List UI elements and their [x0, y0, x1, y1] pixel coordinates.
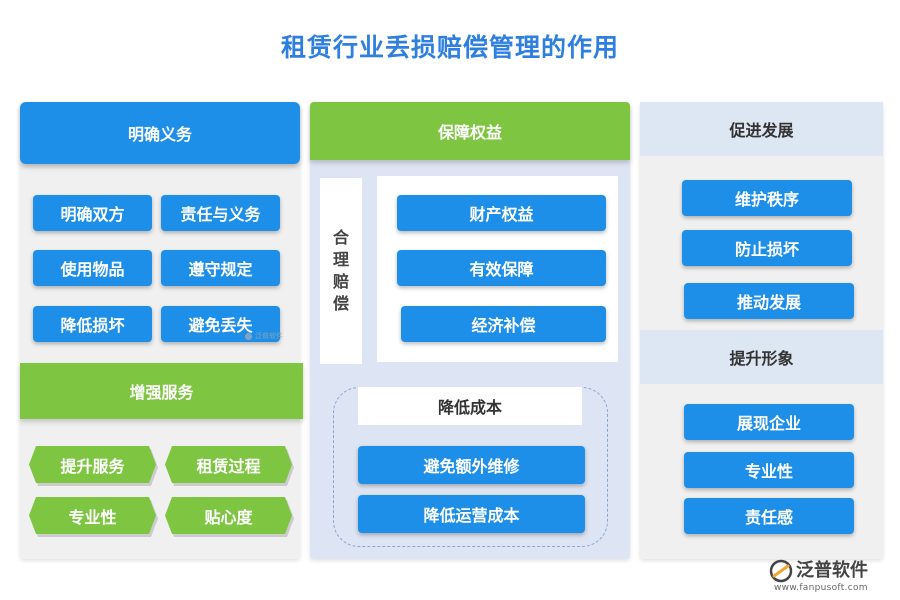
col2-button-0[interactable]: 财产权益 — [397, 195, 606, 231]
watermark-text: 泛普软件 — [255, 332, 283, 340]
col1-button-2[interactable]: 使用物品 — [33, 250, 152, 286]
vertical-char: 偿 — [332, 294, 349, 313]
col3-button-2[interactable]: 推动发展 — [684, 283, 854, 319]
vertical-label-reasonable-compensation: 合 理 赔 偿 — [320, 178, 362, 364]
header-protect-rights: 保障权益 — [310, 102, 630, 160]
col2-button-1[interactable]: 有效保障 — [397, 250, 606, 286]
vertical-char: 合 — [332, 228, 349, 247]
col2-button-2[interactable]: 经济补偿 — [401, 306, 606, 342]
col3-image-button-0[interactable]: 展现企业 — [684, 404, 854, 440]
header-clear-obligations: 明确义务 — [20, 102, 300, 164]
col2-cost-button-1[interactable]: 降低运营成本 — [358, 495, 585, 533]
logo-name: 泛普软件 — [796, 560, 868, 581]
logo-url: www.fanpusoft.com — [774, 583, 868, 593]
watermark: 泛普软件 — [244, 330, 292, 342]
watermark-logo-icon — [244, 332, 253, 340]
fanpu-logo-icon — [769, 559, 793, 583]
col3-image-button-1[interactable]: 专业性 — [684, 452, 854, 488]
col3-image-button-2[interactable]: 责任感 — [684, 498, 854, 534]
col3-button-0[interactable]: 维护秩序 — [682, 180, 852, 216]
col1-service-button-2[interactable]: 专业性 — [29, 497, 156, 534]
col1-service-button-3[interactable]: 贴心度 — [165, 497, 292, 534]
col1-service-button-1[interactable]: 租赁过程 — [165, 446, 292, 483]
col1-button-1[interactable]: 责任与义务 — [161, 195, 280, 231]
brand-logo: 泛普软件 www.fanpusoft.com — [768, 556, 896, 596]
col2-cost-button-0[interactable]: 避免额外维修 — [358, 446, 585, 484]
page-title: 租赁行业丢损赔偿管理的作用 — [280, 33, 619, 62]
header-promote-development: 促进发展 — [640, 102, 883, 156]
header-reduce-cost: 降低成本 — [358, 387, 582, 425]
header-enhance-service: 增强服务 — [20, 363, 303, 419]
col3-button-1[interactable]: 防止损坏 — [682, 230, 852, 266]
vertical-char: 赔 — [332, 272, 349, 291]
col1-button-4[interactable]: 降低损坏 — [33, 306, 152, 342]
vertical-char: 理 — [332, 250, 349, 269]
col1-button-3[interactable]: 遵守规定 — [161, 250, 280, 286]
col1-button-0[interactable]: 明确双方 — [33, 195, 152, 231]
col1-service-button-0[interactable]: 提升服务 — [29, 446, 156, 483]
header-enhance-image: 提升形象 — [640, 330, 883, 384]
col1-button-5[interactable]: 避免丢失 — [161, 306, 280, 342]
